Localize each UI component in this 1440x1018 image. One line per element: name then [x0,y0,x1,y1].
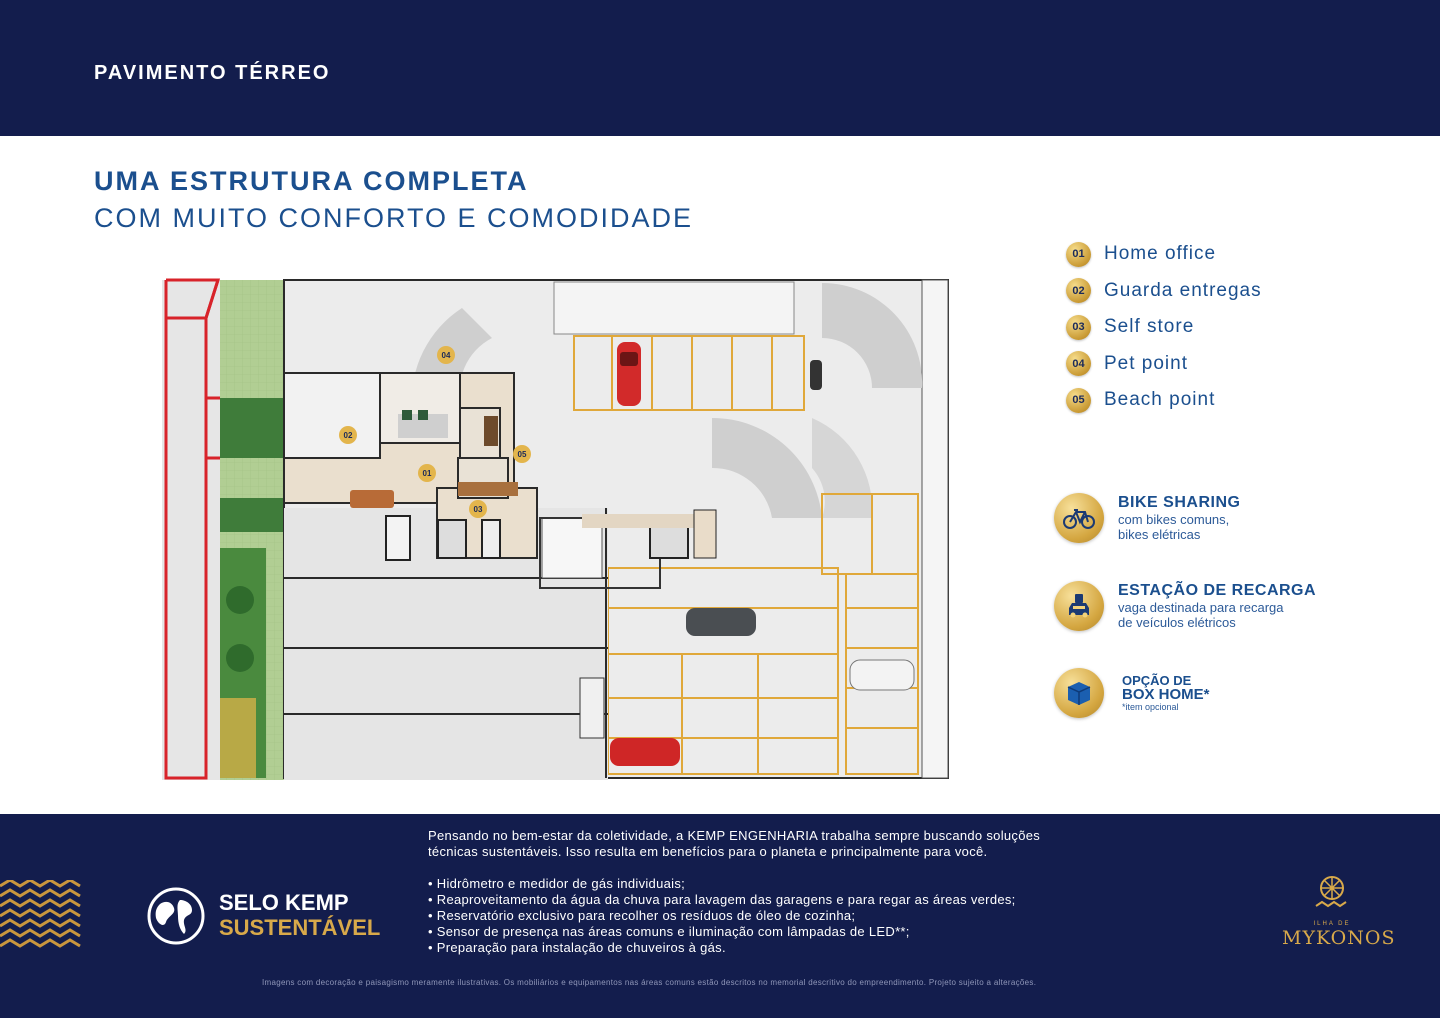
plan-marker-03: 03 [474,505,483,514]
logo-name: MYKONOS [1282,927,1396,949]
floor-title: PAVIMENTO TÉRREO [94,62,331,84]
legend-label: Home office [1104,243,1217,265]
legend-number-badge: 05 [1066,387,1091,413]
feature-box-home: OPÇÃO DE BOX HOME* *item opcional [1054,668,1210,718]
intro-line: Pensando no bem-estar da coletividade, a… [428,828,1041,843]
legend-label: Guarda entregas [1104,279,1262,301]
zigzag-pattern-icon [0,880,81,948]
feature-description: de veículos elétricos [1118,615,1236,630]
feature-title-small: OPÇÃO DE [1122,672,1192,688]
list-item: • Reaproveitamento da água da chuva para… [428,892,1016,907]
plan-marker-04: 04 [442,351,451,360]
sustainability-intro: Pensando no bem-estar da coletividade, a… [428,828,1168,860]
legend-number-badge: 03 [1066,314,1091,340]
globe-icon [147,887,205,945]
disclaimer: Imagens com decoração e paisagismo meram… [262,978,1037,987]
bicycle-icon [1054,493,1104,543]
legend-item: 04 Pet point [1066,346,1262,383]
legend-item: 03 Self store [1066,309,1262,346]
feature-bike-sharing: BIKE SHARING com bikes comuns, bikes elé… [1054,493,1240,543]
legend-item: 02 Guarda entregas [1066,273,1262,310]
legend-number-badge: 01 [1066,241,1091,267]
legend-label: Beach point [1104,389,1216,411]
legend-number-badge: 02 [1066,278,1091,304]
amenities-legend: 01 Home office 02 Guarda entregas 03 Sel… [1066,236,1262,419]
feature-title: BIKE SHARING [1118,494,1241,511]
feature-description: bikes elétricas [1118,527,1201,542]
feature-title: BOX HOME* [1122,685,1210,703]
plan-marker-05: 05 [518,450,527,459]
selo-title: SELO KEMP [219,890,349,915]
feature-note: *item opcional [1122,701,1179,712]
logo-small-text: ILHA DE [1313,921,1351,927]
top-banner: PAVIMENTO TÉRREO [0,0,1440,136]
legend-label: Self store [1104,316,1195,338]
legend-number-badge: 04 [1066,351,1091,377]
footer-banner [0,814,1440,1018]
legend-item: 05 Beach point [1066,382,1262,419]
headline: UMA ESTRUTURA COMPLETA [94,166,529,196]
sustainability-list: • Hidrômetro e medidor de gás individuai… [428,876,1016,956]
feature-description: com bikes comuns, [1118,512,1230,527]
storage-box-icon [1054,668,1104,718]
feature-description: vaga destinada para recarga [1118,600,1284,615]
list-item: • Hidrômetro e medidor de gás individuai… [428,876,686,891]
sun-wheel-icon [1315,876,1347,908]
selo-subtitle: SUSTENTÁVEL [219,915,381,940]
intro-line: técnicas sustentáveis. Isso resulta em b… [428,844,988,859]
ev-charging-icon [1054,581,1104,631]
feature-title: ESTAÇÃO DE RECARGA [1118,582,1317,599]
floor-plan: 01 02 03 04 05 [162,278,949,780]
list-item: • Reservatório exclusivo para recolher o… [428,908,856,923]
subheadline: COM MUITO CONFORTO E COMODIDADE [94,203,694,233]
feature-charging-station: ESTAÇÃO DE RECARGA vaga destinada para r… [1054,581,1316,631]
plan-marker-02: 02 [344,431,353,440]
plan-marker-01: 01 [423,469,432,478]
mykonos-logo: ILHA DE MYKONOS [1282,874,1396,949]
list-item: • Preparação para instalação de chuveiro… [428,940,726,955]
legend-item: 01 Home office [1066,236,1262,273]
legend-label: Pet point [1104,352,1188,374]
list-item: • Sensor de presença nas áreas comuns e … [428,924,910,939]
